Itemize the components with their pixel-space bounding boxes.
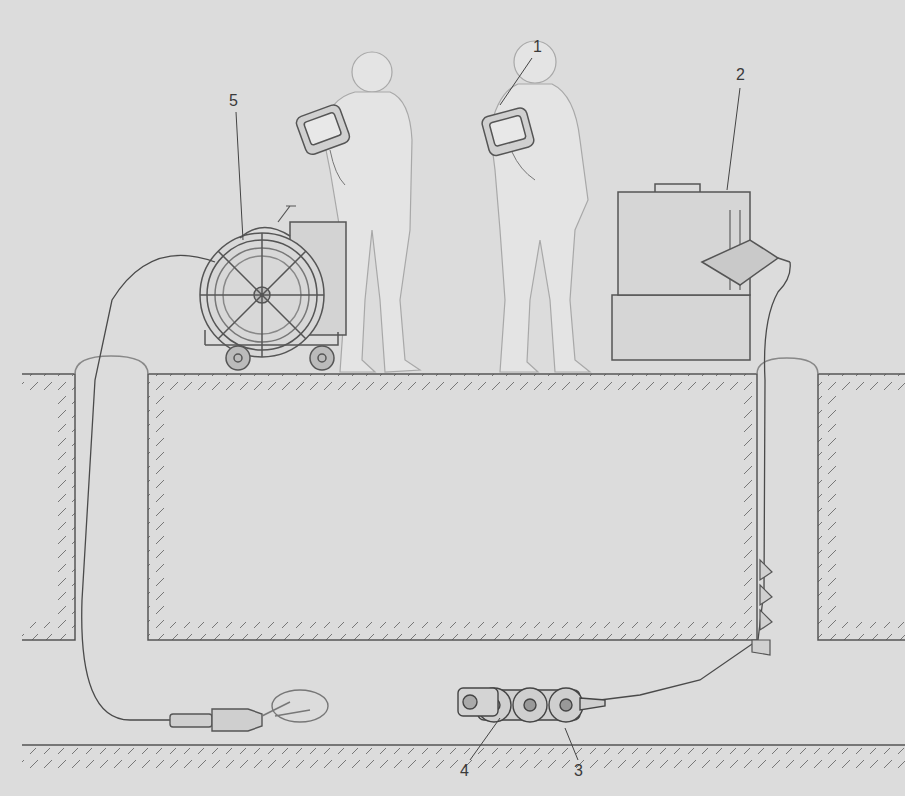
callout-number: 1 [533,38,542,56]
cable-guide [760,610,772,630]
crawler-robot [549,688,583,722]
callout-number: 3 [574,762,583,780]
person-silhouette [490,84,590,372]
cable-reel [200,233,324,357]
crawler-robot [580,698,605,710]
leader-line [500,58,532,105]
cable-reel [200,233,324,357]
handheld-controller [489,115,526,146]
callout-number: 2 [736,66,745,84]
ground-outline [148,374,757,640]
handheld-controller [294,103,351,156]
ground-outline [22,744,905,746]
push-camera [262,702,310,716]
person-silhouette [352,52,392,92]
leader-line [236,58,740,760]
earth-hatching [148,374,757,392]
ground-outline [75,356,148,374]
control-box [778,258,790,262]
cable [82,255,215,720]
handheld-controller [303,112,341,145]
cable [82,255,791,720]
callout-number: 4 [460,762,469,780]
earth-hatching [57,374,75,640]
handheld-controller [512,152,535,180]
handheld-controller [330,150,345,185]
cable-reel [310,346,334,370]
cable-reel [240,227,290,238]
push-camera [170,714,212,727]
crawler-robot [560,699,572,711]
earth-hatching [818,374,836,640]
person-silhouette [322,41,590,372]
cable-guide [752,640,770,655]
push-camera [272,690,328,722]
crawler-camera [458,688,498,716]
control-box [655,184,700,192]
cable-guide [752,560,772,655]
handheld-controller [294,103,351,156]
earth-hatching [818,622,905,640]
earth-hatching [148,622,757,640]
earth-hatching [148,374,166,640]
earth-hatching [22,622,75,640]
cable-reel [226,346,250,370]
push-camera [212,709,262,731]
cable-reel [200,206,346,370]
crawler-robot [513,688,547,722]
ground-outline [757,358,818,374]
cable-reel [205,330,338,345]
earth-hatching [739,374,757,640]
cable-reel [234,354,242,362]
crawler-camera [463,695,477,709]
crawler-robot [524,699,536,711]
leader-line [727,88,740,190]
cable [600,262,790,700]
ground-outline [818,374,905,640]
handheld-controller [481,106,536,157]
leader-line [236,112,243,240]
ground-outline [22,374,75,640]
cable-guide [760,560,772,580]
crawler-camera [458,688,498,716]
earth-hatching [22,374,905,770]
cable-guide [760,585,772,605]
handheld-controller [481,106,536,157]
cable-reel [318,354,326,362]
push-camera [170,690,328,731]
handheld-controller [294,103,535,185]
cable-reel [278,206,296,222]
control-box [702,240,778,285]
leader-line [565,728,578,760]
callout-number: 5 [229,92,238,110]
control-box [612,295,750,360]
leader-line [470,718,500,760]
ground-outline [22,356,905,745]
control-box [612,184,790,360]
